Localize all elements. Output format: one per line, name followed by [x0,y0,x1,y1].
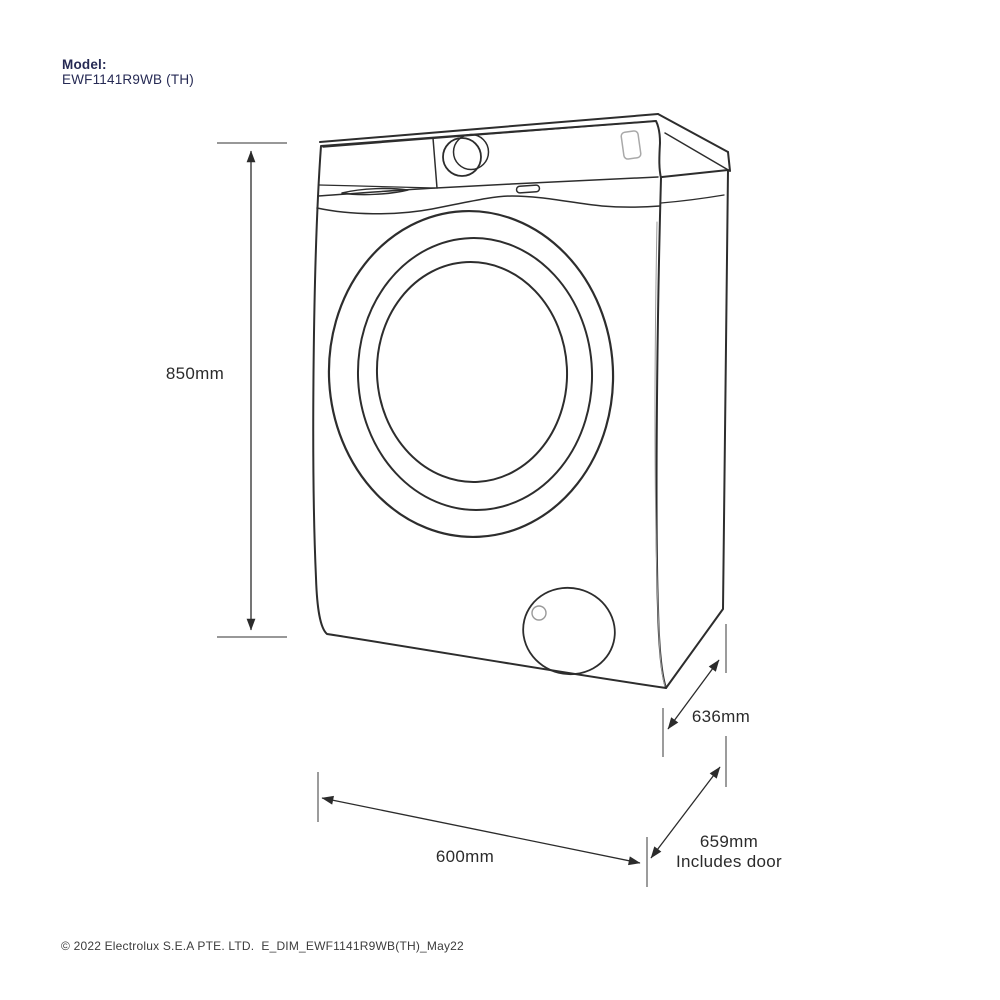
copyright-note: © 2022 Electrolux S.E.A PTE. LTD. E_DIM_… [61,939,464,953]
lid-rear-edge [657,113,729,153]
lid-inner-edge [322,120,656,148]
side-panel [661,169,729,689]
height-dimension-label: 850mm [166,364,224,383]
front-trim-seam [316,195,661,215]
dimension-height: 850mm [166,142,287,638]
dimension-annotations: 850mm 600mm 636mm 659mm Includ [166,142,782,887]
side-panel-seam [660,194,725,204]
door-depth-dimension-label: 659mm [700,832,758,851]
detergent-drawer-handle [341,187,409,196]
door-glass [375,261,569,483]
door-depth-dimension-line [650,766,721,859]
dimension-depth-with-door: 659mm Includes door [650,736,782,871]
pump-access-door [522,586,616,676]
front-right-inner-line [654,221,666,687]
door-inner-ring [356,237,594,511]
dimension-width: 600mm [317,772,648,887]
title-block: Model: EWF1141R9WB (TH) [62,57,194,87]
pump-access-latch [531,605,547,621]
control-panel-bottom [317,176,659,197]
lid-front-edge [319,113,659,143]
model-number: EWF1141R9WB (TH) [62,72,194,87]
width-dimension-label: 600mm [436,847,494,866]
depth-dimension-label: 636mm [692,707,750,726]
door-outer-ring [327,209,615,539]
detergent-drawer-divider [432,137,438,189]
door-depth-dimension-note: Includes door [676,852,782,871]
depth-dimension-line [667,659,720,730]
control-knob-side [452,133,490,171]
lid-underside-edge [664,132,731,172]
washing-machine [312,113,731,689]
detergent-drawer-bottom [318,184,436,189]
model-label: Model: [62,57,107,72]
dimension-depth: 636mm [662,624,750,757]
lid-rear-fascia [727,151,731,172]
width-dimension-line [321,795,641,866]
front-slot [515,184,541,194]
display-window [620,130,642,160]
control-knob [442,137,482,177]
